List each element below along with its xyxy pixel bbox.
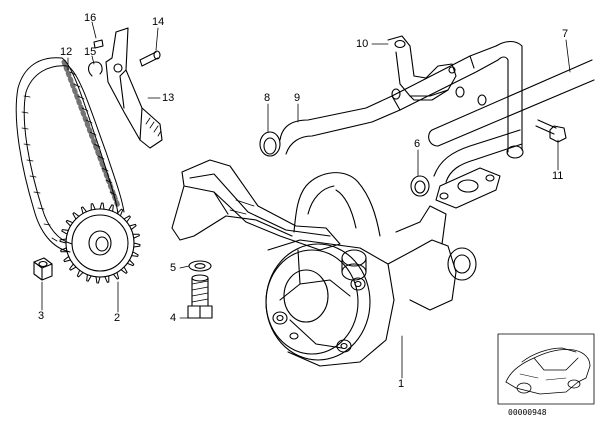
o-ring [259,131,281,157]
sprocket-tooth [69,263,77,271]
callout-4: 4 [170,312,177,324]
sprocket-tooth [99,202,105,210]
sprocket-tooth [108,204,114,212]
callout-3: 3 [38,310,45,322]
sprocket-tooth [72,212,80,220]
sprocket-tooth [76,269,84,278]
long-tube [428,59,595,147]
oil-pump [265,205,477,367]
pin [139,50,161,67]
circlip [87,61,103,77]
sprocket-tooth [120,266,128,274]
timing-chain [15,57,125,253]
callout-9: 9 [294,92,301,104]
callout-1: 1 [398,378,405,390]
return-pipe [433,129,523,183]
sprocket-tooth [80,206,88,215]
nut [33,257,53,281]
sprocket-tooth [60,247,68,253]
sprocket-tooth [112,271,120,280]
sprocket-tooth [90,203,96,211]
callout-16: 16 [84,12,97,24]
sprocket-tooth [104,275,110,283]
washer [188,260,212,272]
sprocket-tooth [126,259,135,267]
sprocket-tooth [132,233,140,239]
leader-lines [41,21,571,379]
callout-5: 5 [170,262,177,274]
sprocket-tooth [86,274,92,282]
callout-10: 10 [356,38,369,50]
callout-14: 14 [152,16,165,28]
callout-11: 11 [552,170,564,182]
sprocket-tooth [61,229,69,235]
diagram-code: 00000948 [508,408,547,417]
sprocket-tooth [133,242,141,248]
callout-15: 15 [84,46,97,58]
chain-tensioner-rail [105,27,163,149]
sprocket-tooth [123,215,131,223]
mounting-bracket [387,35,457,101]
callout-6: 6 [414,138,421,150]
car-outline-icon [497,333,595,405]
dowel-pin [93,39,104,49]
callout-12: 12 [60,46,73,58]
bolt [187,274,213,319]
pipe-flange [435,167,501,209]
sprocket-tooth [63,255,72,263]
sprocket-tooth [116,208,124,217]
sprocket-tooth [59,238,67,244]
oil-pipe [279,40,524,159]
pump-bracket [171,159,381,251]
hex-bolt [535,119,567,143]
callout-13: 13 [162,92,175,104]
sprocket-tooth [65,219,74,227]
callout-2: 2 [114,312,121,324]
sprocket-tooth [95,276,101,284]
sprocket-tooth [131,251,139,257]
callout-8: 8 [264,92,271,104]
o-ring [410,175,430,197]
sprocket [59,202,141,284]
sprocket-tooth [128,223,137,231]
callout-7: 7 [562,28,569,40]
